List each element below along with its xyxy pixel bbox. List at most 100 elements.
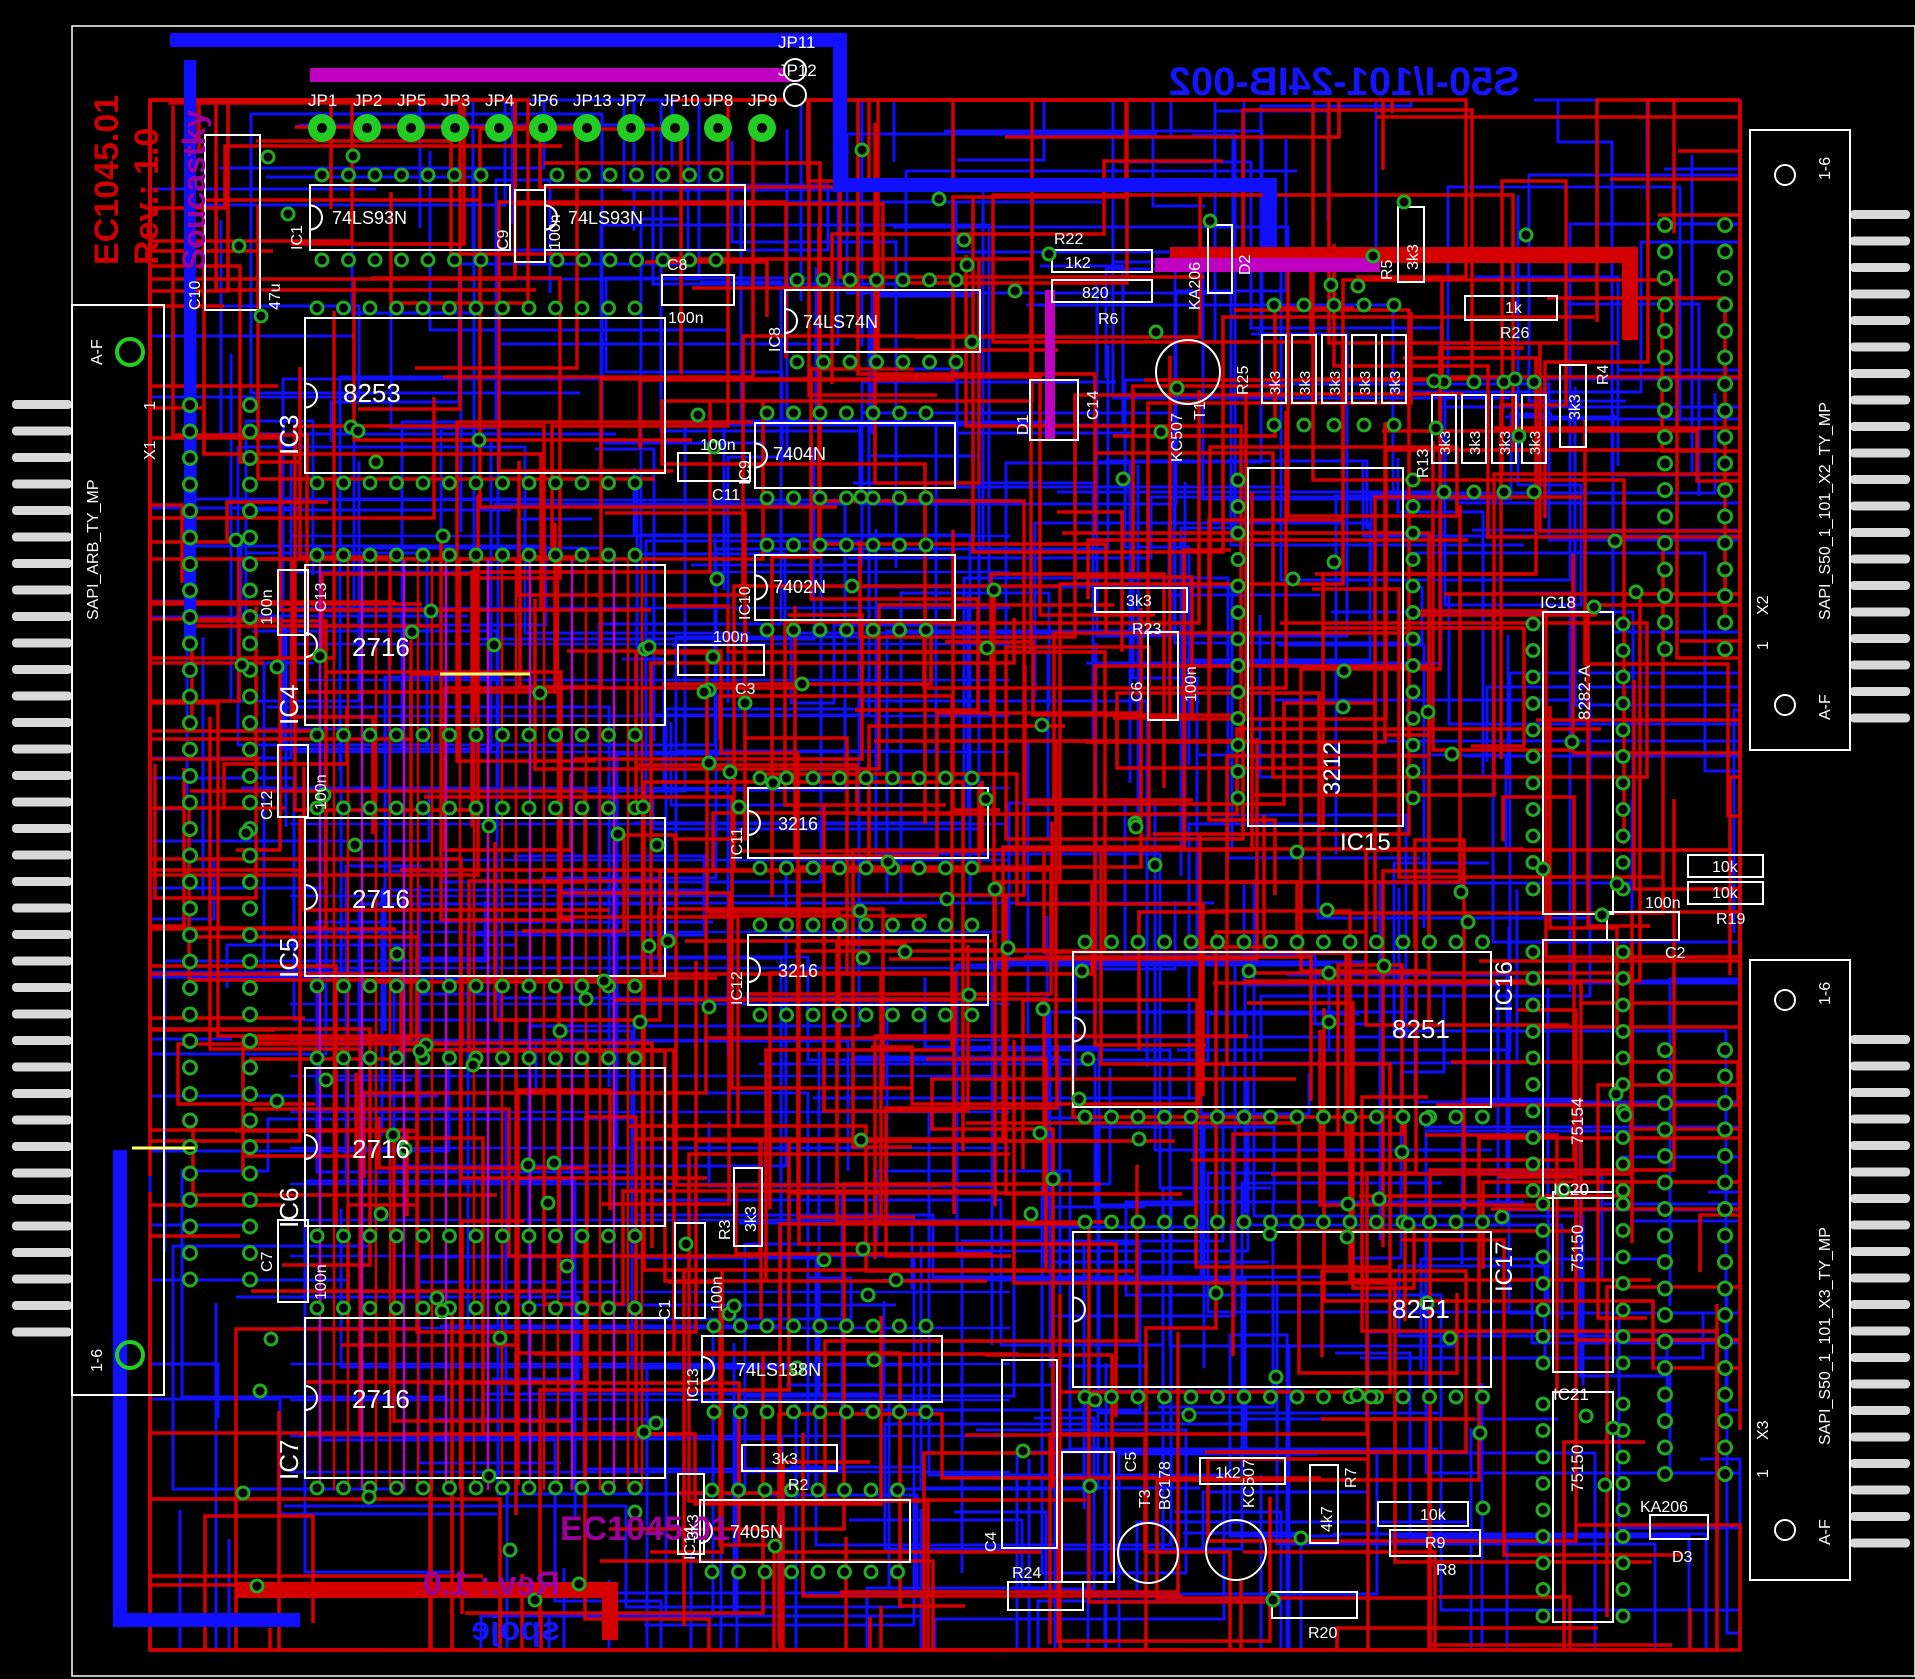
via [1115,471,1131,487]
via [235,1485,251,1501]
ic-pin [468,547,484,563]
via [632,1014,648,1030]
ic-pin [468,1480,484,1496]
connector-pad [1657,1360,1673,1376]
ic-pin [1316,1389,1331,1405]
via [571,1576,587,1592]
ic-pin [704,1482,720,1498]
ic12-value: 3216 [778,961,818,981]
jumper-hole [538,123,548,133]
ic-pin [1183,1109,1199,1125]
ic9-ref: IC9 [737,460,754,485]
ic10-value: 7402N [773,577,826,597]
via [1460,914,1476,930]
via [578,991,594,1007]
connector-pad [182,450,198,466]
copper-trace [1617,1319,1740,1530]
ic-pin [964,860,980,876]
edge-finger [1850,607,1910,617]
ic-pin [521,547,537,563]
c1-value: 100n [709,1276,726,1312]
copper-trace [300,1316,883,1506]
ic-pin [892,622,907,638]
edge-finger [1850,1194,1910,1203]
mount-hole-x2-bottom [1774,694,1796,716]
ic8-body [784,289,981,353]
ic-pin [389,547,404,563]
ic-pin [415,1228,431,1244]
connector-pad [242,1059,258,1076]
copper-trace [517,334,1052,597]
ic20-body [1552,1191,1614,1373]
edge-finger [12,1301,72,1310]
ic2-value: 74LS93N [568,208,643,228]
ic-pin [1525,696,1541,711]
copper-trace [1595,98,1740,322]
connector-labels: A-F SAPI_ARB_TY_MP X1 1 1-6 1-6 SAPI_S50… [85,157,1834,1545]
ic-pin [1342,1109,1358,1125]
via [1339,1229,1355,1245]
connector-pad [242,900,258,917]
ic-pin [1183,934,1199,950]
ic-pin [759,405,775,421]
ic-pin [1405,499,1421,514]
ic-pin [389,1300,404,1316]
connector-pad [1717,1227,1733,1244]
copper-trace [1436,775,1742,1107]
c6-ref: C6 [1129,681,1146,702]
ic-pin [938,1007,953,1023]
connector-pad [182,927,198,943]
ic11-value: 3216 [778,814,818,834]
ic-pin [468,300,484,316]
copper-trace [759,1062,1196,1207]
copper-trace [976,1186,1188,1575]
d2-value: KA206 [1187,262,1204,310]
connector-pad [182,794,198,811]
ic-pin [468,727,484,743]
jumper-label: JP10 [661,91,700,110]
ic-pin [1183,1389,1199,1405]
c3-ref: C3 [735,681,756,698]
connector-pad [182,768,198,784]
via [1321,965,1337,981]
mount-hole-x1-top [115,337,145,367]
ic-pin [918,490,934,506]
ic-pin [892,537,907,553]
ic-pin [655,167,671,183]
connector-pad [1657,1042,1673,1058]
connector-x1-fingers [12,400,72,1337]
copper-trace [1311,98,1626,844]
via [231,238,247,254]
edge-finger [1850,1485,1910,1495]
via [610,826,626,842]
via [1323,277,1339,293]
connector-pad [242,582,258,599]
copper-trace [1385,1523,1742,1652]
jumper-label: JP1 [308,91,337,110]
connector-pad [1717,1121,1733,1138]
c8-body [661,274,735,306]
copper-trace [990,960,1366,1345]
connector-pad [1657,217,1673,233]
ic-pin [885,1007,900,1023]
via [361,1489,377,1505]
ic-labels: 74LS93N IC1 74LS93N 8253 IC3 2716 IC4 27… [274,208,1594,1560]
copper-trace [1137,910,1228,1050]
via [635,799,651,815]
connector-pad [182,635,198,652]
copper-trace [428,151,730,332]
copper-trace [1239,1417,1475,1652]
c6-value: 100n [1183,666,1200,702]
ic-pin [863,1564,879,1580]
copper-trace [241,640,413,1176]
ic-pin [601,1480,616,1496]
ic13-body [701,1335,943,1403]
copper-trace [522,833,941,1187]
edge-finger [1850,236,1910,246]
ic-pin [759,537,775,553]
via [1420,704,1436,720]
r23-value: 3k3 [1126,593,1152,610]
ic-pin [885,917,900,933]
ic-pin [1525,669,1541,685]
